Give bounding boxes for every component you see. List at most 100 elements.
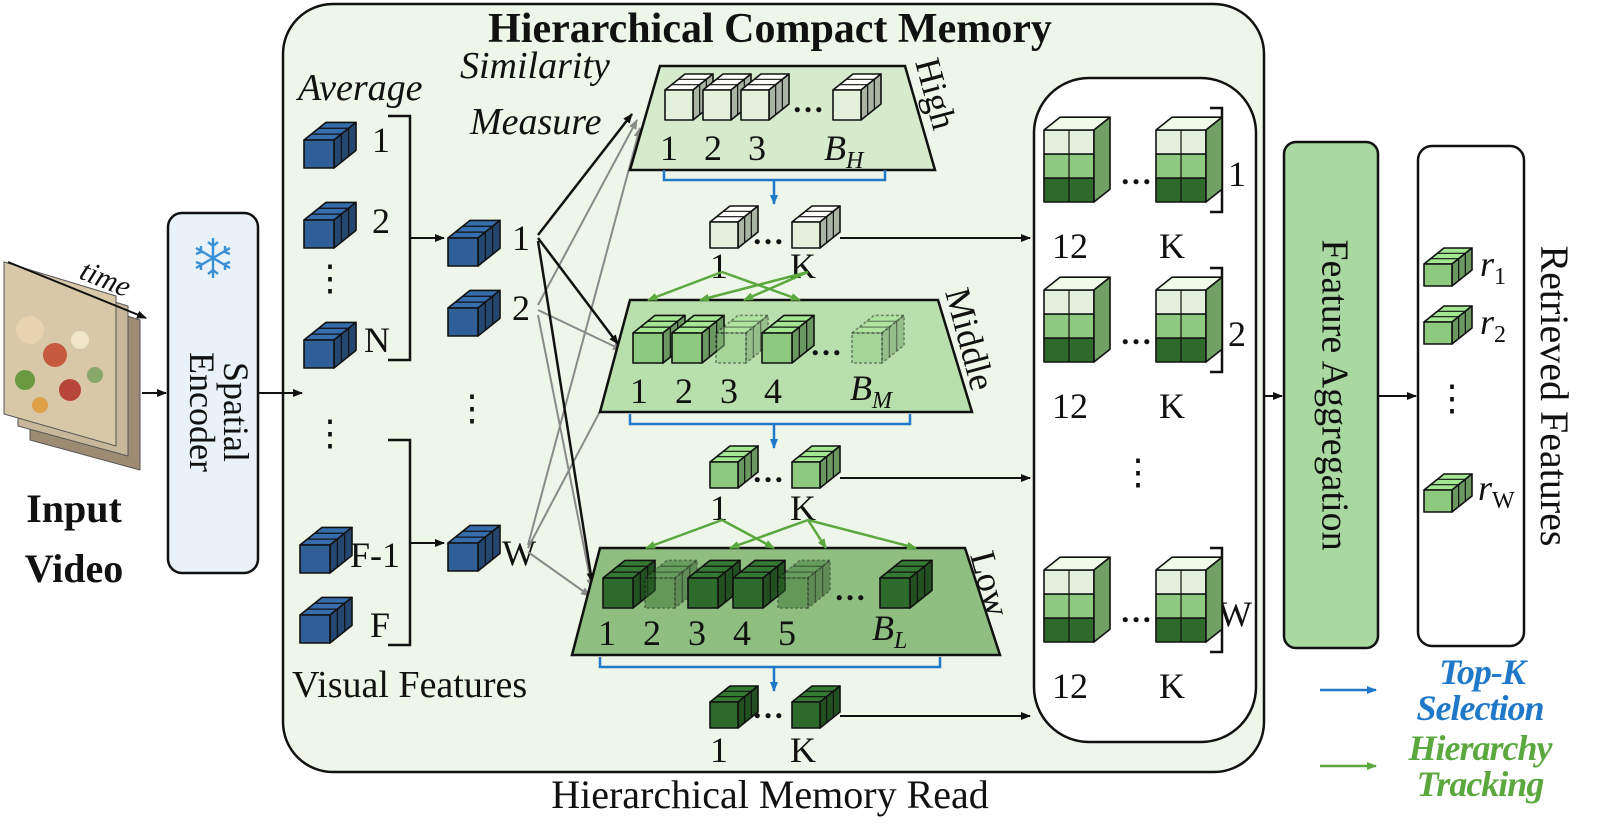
window-feature-2-front xyxy=(447,542,479,572)
memory-read-caption: Hierarchical Memory Read xyxy=(551,772,989,817)
retrieved-vdots: ⋮ xyxy=(1434,378,1470,418)
topk-high-first: 1 xyxy=(710,246,728,286)
feature-cubes xyxy=(299,73,1473,729)
frame-label-f: F xyxy=(370,605,390,645)
low-slot-4-top xyxy=(777,559,831,579)
low-slot-4-side xyxy=(807,559,831,609)
stack-group-label-w: W xyxy=(1218,594,1252,634)
topk-low-0-front xyxy=(709,701,739,729)
topk-high-last: K xyxy=(790,246,816,286)
topk-low-first: 1 xyxy=(710,730,728,770)
low-slot-5-front xyxy=(879,577,911,609)
legend-tracking-line2: Tracking xyxy=(1417,764,1545,804)
topk-low-last: K xyxy=(790,730,816,770)
svg-text:2: 2 xyxy=(643,613,661,653)
frame-vdots-mid: ⋮ xyxy=(312,413,348,453)
middle-ellipsis: … xyxy=(810,326,842,362)
low-slot-0-front xyxy=(602,577,634,609)
svg-text:1: 1 xyxy=(598,613,616,653)
window-feature-0-front xyxy=(447,237,479,267)
svg-text:4: 4 xyxy=(733,613,751,653)
svg-text:3: 3 xyxy=(688,613,706,653)
svg-text:2: 2 xyxy=(704,128,722,168)
frame-feature-0-front xyxy=(303,139,335,169)
stack-group-label-2: 2 xyxy=(1228,314,1246,354)
middle-slot-2-side xyxy=(745,314,769,364)
similarity-arrows-gray xyxy=(527,119,642,597)
input-video-label-line2: Video xyxy=(25,546,124,591)
low-slot-1-top xyxy=(644,559,698,579)
window-feature-1-front xyxy=(447,307,479,337)
frame-label-1: 1 xyxy=(372,120,390,160)
encoder-label-line2: Encoder xyxy=(182,352,222,472)
frame-vdots-top: ⋮ xyxy=(312,258,348,298)
low-slot-labels: 1 2 3 4 5 xyxy=(598,613,796,653)
input-video-label-line1: Input xyxy=(26,486,122,531)
similarity-arrows-black xyxy=(536,113,633,583)
stack-group-0-last-side xyxy=(1205,116,1223,203)
middle-last-slot: BM xyxy=(850,368,894,414)
stack-group-2-last-side xyxy=(1205,556,1223,643)
topk-high-1-front xyxy=(791,221,821,249)
high-last-slot: BH xyxy=(824,128,865,174)
window-vdots: ⋮ xyxy=(454,388,490,428)
stack-label-first-2: 12 xyxy=(1052,386,1088,426)
input-video-frames xyxy=(3,261,141,471)
stack-ellipsis-2: … xyxy=(1120,315,1152,351)
low-slot-3-front xyxy=(732,577,764,609)
legend-tracking-line1: Hierarchy xyxy=(1408,728,1554,768)
tracking-arrows xyxy=(645,270,917,550)
legend-topk-line2: Selection xyxy=(1417,688,1544,728)
feature-aggregation-label: Feature Aggregation xyxy=(1313,239,1355,550)
stack-group-label-1: 1 xyxy=(1228,154,1246,194)
stack-group-1-first-side xyxy=(1093,276,1111,363)
frame-label-f-1: F-1 xyxy=(350,535,400,575)
retrieved-feature-1-front xyxy=(1423,321,1453,345)
topk-middle-1-front xyxy=(791,461,821,489)
stack-group-1-last-side xyxy=(1205,276,1223,363)
topk-middle-0-front xyxy=(709,461,739,489)
high-slot-0-front xyxy=(664,89,694,121)
low-last-slot: BL xyxy=(872,608,907,654)
frame-feature-1-front xyxy=(303,219,335,249)
high-slot-3-front xyxy=(832,89,862,121)
encoder-label-line1: Spatial xyxy=(216,362,256,462)
time-arrow xyxy=(7,261,147,319)
middle-slot-2-top xyxy=(715,314,769,334)
frame-feature-2-front xyxy=(303,339,335,369)
middle-slot-4-top xyxy=(851,314,905,334)
topk-high-0-front xyxy=(709,221,739,249)
high-ellipsis: … xyxy=(792,83,824,119)
legend-topk-line1: Top-K xyxy=(1439,652,1529,692)
memory-title: Hierarchical Compact Memory xyxy=(488,6,1052,52)
svg-text:3: 3 xyxy=(748,128,766,168)
stack-label-first-w: 12 xyxy=(1052,666,1088,706)
middle-slot-3-front xyxy=(761,332,793,364)
retrieved-feature-0-front xyxy=(1423,263,1453,287)
retrieved-label-w: rW xyxy=(1478,468,1515,514)
stack-ellipsis-1: … xyxy=(1120,155,1152,191)
svg-text:4: 4 xyxy=(764,371,782,411)
svg-text:2: 2 xyxy=(675,371,693,411)
stack-vdots: ⋮ xyxy=(1120,452,1156,492)
frame-feature-3-front xyxy=(299,544,331,574)
svg-text:1: 1 xyxy=(630,371,648,411)
retrieved-label-1: r1 xyxy=(1480,244,1506,290)
stack-group-0-first-side xyxy=(1093,116,1111,203)
retrieved-label-2: r2 xyxy=(1480,302,1506,348)
middle-slot-0-front xyxy=(632,332,664,364)
low-slot-4-front xyxy=(777,577,809,609)
stack-label-last-1: K xyxy=(1159,226,1185,266)
low-ellipsis: … xyxy=(834,571,866,607)
frame-feature-4-front xyxy=(299,614,331,644)
similarity-label-line2: Measure xyxy=(469,101,602,143)
low-slot-2-front xyxy=(687,577,719,609)
low-slot-1-side xyxy=(674,559,698,609)
high-slot-1-front xyxy=(702,89,732,121)
window-label-1: 1 xyxy=(512,218,530,258)
frame-label-2: 2 xyxy=(372,201,390,241)
average-label: Average xyxy=(295,67,423,109)
snowflake-icon xyxy=(195,238,231,278)
